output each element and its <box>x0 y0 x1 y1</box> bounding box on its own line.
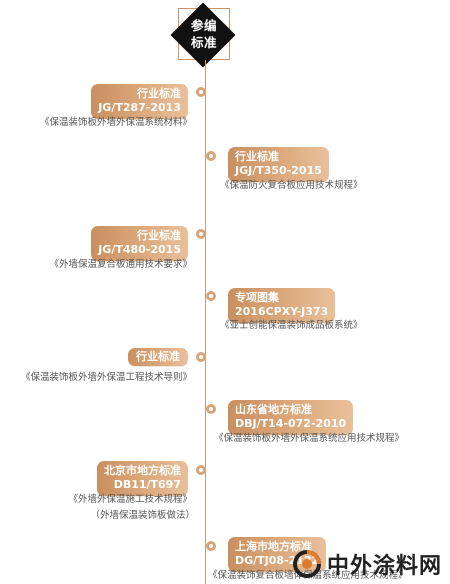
timeline-node <box>196 229 206 239</box>
standard-description: 《外墙外保温施工技术规程》 <box>68 494 192 505</box>
watermark-logo-icon <box>292 550 321 578</box>
standard-tag: 行业标准 JG/T287-2013 <box>91 84 188 119</box>
standard-description: 《保温装饰板外墙外保温系统应用技术规程》 <box>214 433 405 444</box>
tag-category: 行业标准 <box>136 350 180 363</box>
timeline-node <box>196 465 206 475</box>
tag-category: 专项图集 <box>235 291 279 304</box>
timeline-node <box>206 291 216 301</box>
tag-code: JG/T287-2013 <box>98 101 181 114</box>
timeline-node <box>196 352 206 362</box>
timeline-line <box>205 60 206 584</box>
tag-code: DBJ/T14-072-2010 <box>235 417 347 430</box>
title-line-2: 标准 <box>190 35 217 50</box>
title-line-1: 参编 <box>190 18 217 33</box>
tag-category: 北京市地方标准 <box>104 464 181 477</box>
standard-tag: 行业标准 JGJ/T350-2015 <box>228 147 329 182</box>
standard-tag: 行业标准 <box>128 348 188 366</box>
timeline-title: 参编 标准 <box>178 17 230 51</box>
standard-description: 《外墙保温复合板通用技术要求》 <box>49 259 192 270</box>
standard-tag: 北京市地方标准 DB11/T697 <box>97 461 188 496</box>
standard-tag: 山东省地方标准 DBJ/T14-072-2010 <box>228 400 354 435</box>
standard-description: 《保温装饰板外墙外保温工程技术导则》 <box>20 372 192 383</box>
tag-category: 山东省地方标准 <box>235 403 312 416</box>
tag-category: 行业标准 <box>235 150 279 163</box>
tag-category: 上海市地方标准 <box>235 540 312 553</box>
timeline-node <box>206 541 216 551</box>
standard-tag: 行业标准 JG/T480-2015 <box>91 226 188 261</box>
watermark-text: 中外涂料网 <box>326 554 442 579</box>
standard-tag: 专项图集 2016CPXY-J373 <box>228 288 336 323</box>
standard-description: 《亚士创能保温装饰成品板系统》 <box>220 320 363 331</box>
tag-code: JGJ/T350-2015 <box>235 164 322 177</box>
standard-description: 《保温装饰板外墙外保温系统材料》 <box>39 117 192 128</box>
timeline-node <box>196 87 206 97</box>
tag-code: 2016CPXY-J373 <box>235 305 329 318</box>
tag-category: 行业标准 <box>137 229 181 242</box>
timeline-node <box>206 151 216 161</box>
watermark: 中外涂料网 <box>292 548 442 580</box>
tag-code: DB11/T697 <box>113 478 181 491</box>
timeline-node <box>206 404 216 414</box>
standard-description-note: （外墙保温装饰板做法） <box>90 510 195 521</box>
standard-description: 《保温防火复合板应用技术规程》 <box>220 180 363 191</box>
tag-code: JG/T480-2015 <box>98 243 181 256</box>
tag-category: 行业标准 <box>137 87 181 100</box>
